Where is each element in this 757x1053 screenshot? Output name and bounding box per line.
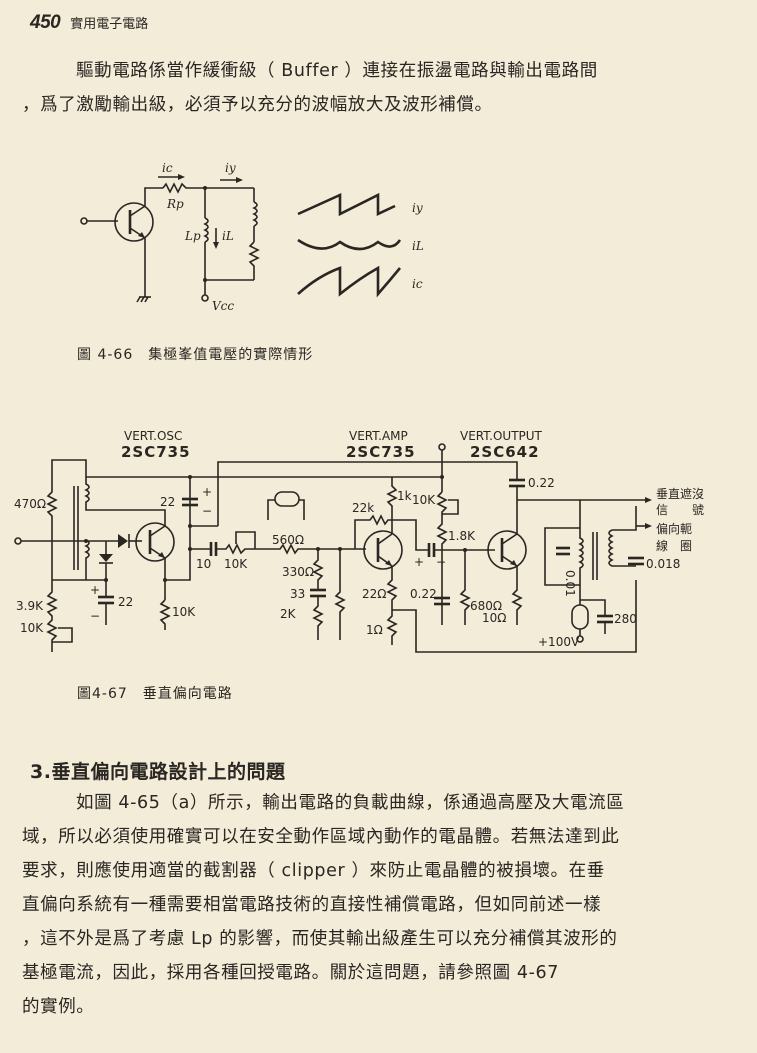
ic-label: ic — [162, 161, 173, 175]
c-022a-label: 0.22 — [410, 587, 437, 601]
r-1k-label: 1k — [397, 489, 412, 503]
rp-label: Rp — [166, 197, 184, 211]
ic-waveform — [297, 265, 401, 298]
figure-4-67-diagram: VERT.OSC 2SC735 VERT.AMP 2SC735 VERT.OUT… — [14, 429, 704, 653]
section-line: ，這不外是爲了考慮 Lp 的影響，而使其輸出級產生可以充分補償其波形的 — [22, 929, 618, 949]
r-22k-label: 22k — [352, 501, 374, 515]
r-470-label: 470Ω — [14, 497, 46, 511]
section-line: 域，所以必須使用確實可以在安全動作區域內動作的電晶體。若無法達到此 — [22, 827, 620, 847]
c-0018-label: 0.018 — [646, 557, 680, 571]
figure-4-66-diagram: ic iy Rp Lp iL Vcc iy iL ic — [80, 161, 424, 313]
wave-label-iy: iy — [412, 201, 423, 215]
output-yoke-line1: 偏向軛 — [656, 521, 692, 536]
stage-osc-part: 2SC735 — [121, 443, 191, 461]
vr-10k-b-label: 10K — [224, 557, 248, 571]
c-coupling-plus: + — [414, 555, 424, 569]
output-yoke-line2: 線 圈 — [656, 538, 692, 553]
section-body: 如圖 4-65（a）所示，輸出電路的負載曲線，係通過高壓及大電流區 域，所以必須… — [22, 786, 720, 1024]
c22a-minus: − — [202, 504, 212, 518]
intro-paragraph: 驅動電路係當作緩衝級（ Buffer ）連接在振盪電路與輸出電路間 ，爲了激勵輸… — [22, 54, 720, 122]
section-line: 如圖 4-65（a）所示，輸出電路的負載曲線，係通過高壓及大電流區 — [76, 793, 625, 813]
section-line: 基極電流，因此，採用各種回授電路。關於這問題，請參照圖 4-67 — [22, 963, 559, 983]
iy-waveform — [297, 192, 396, 217]
section-line: 要求，則應使用適當的截割器（ clipper ）來防止電晶體的被損壞。在垂 — [22, 861, 605, 881]
vr-10k-c-label: 10K — [412, 493, 436, 507]
intro-line-2: ，爲了激勵輸出級，必須予以充分的波幅放大及波形補償。 — [22, 95, 493, 115]
page-number: 450 — [30, 12, 61, 33]
c-33-label: 33 — [290, 587, 305, 601]
c-022b-label: 0.22 — [528, 476, 555, 490]
vr-10k-a-label: 10K — [20, 621, 44, 635]
r-22-label: 22Ω — [362, 587, 386, 601]
r-330-label: 330Ω — [282, 565, 314, 579]
page-header: 450 實用電子電路 — [30, 12, 148, 34]
output-blanking-line1: 垂直遮沒 — [656, 486, 704, 501]
r-18k-label: 1.8K — [448, 529, 476, 543]
intro-line-1: 驅動電路係當作緩衝級（ Buffer ）連接在振盪電路與輸出電路間 — [76, 61, 598, 81]
c-22b-label: 22 — [118, 595, 133, 609]
book-title: 實用電子電路 — [70, 17, 149, 32]
vr-2k-label: 2K — [280, 607, 297, 621]
c22b-minus: − — [90, 609, 100, 623]
figure-4-66-caption: 圖 4-66 集極峯值電壓的實際情形 — [77, 347, 314, 363]
lp-label: Lp — [184, 229, 201, 243]
figure-4-67-caption: 圖4-67 垂直偏向電路 — [77, 686, 233, 702]
stage-amp-role: VERT.AMP — [349, 429, 408, 443]
output-blanking-line2: 信 號 — [656, 503, 704, 517]
r-10k-emitter-label: 10K — [172, 605, 196, 619]
section-title: 3.垂直偏向電路設計上的問題 — [30, 761, 286, 783]
c22a-plus: + — [202, 485, 212, 499]
r-560-label: 560Ω — [272, 533, 304, 547]
c-coupling-minus: − — [436, 555, 446, 569]
c-22a-label: 22 — [160, 495, 175, 509]
il-waveform — [297, 238, 402, 251]
c-10-label: 10 — [196, 557, 211, 571]
stage-output-role: VERT.OUTPUT — [460, 429, 543, 443]
section-line: 的實例。 — [22, 997, 95, 1017]
vcc-label: Vcc — [212, 299, 234, 313]
iy-label: iy — [225, 161, 236, 175]
c22b-plus: + — [90, 583, 100, 597]
stage-osc-role: VERT.OSC — [124, 429, 182, 443]
stage-amp-part: 2SC735 — [346, 443, 416, 461]
c-001-label: 0.01 — [563, 570, 577, 597]
stage-output-part: 2SC642 — [470, 443, 540, 461]
r-1-label: 1Ω — [366, 623, 383, 637]
r-39k-label: 3.9K — [16, 599, 44, 613]
v100-label: +100V — [538, 635, 580, 649]
wave-label-ic: ic — [412, 277, 423, 291]
c-280-label: 280 — [614, 612, 637, 626]
wave-label-il: iL — [412, 239, 424, 253]
section-line: 直偏向系統有一種需要相當電路技術的直接性補償電路，但如同前述一樣 — [22, 895, 602, 915]
r-10-label: 10Ω — [482, 611, 506, 625]
il-label: iL — [222, 229, 234, 243]
r-680-label: 680Ω — [470, 599, 502, 613]
